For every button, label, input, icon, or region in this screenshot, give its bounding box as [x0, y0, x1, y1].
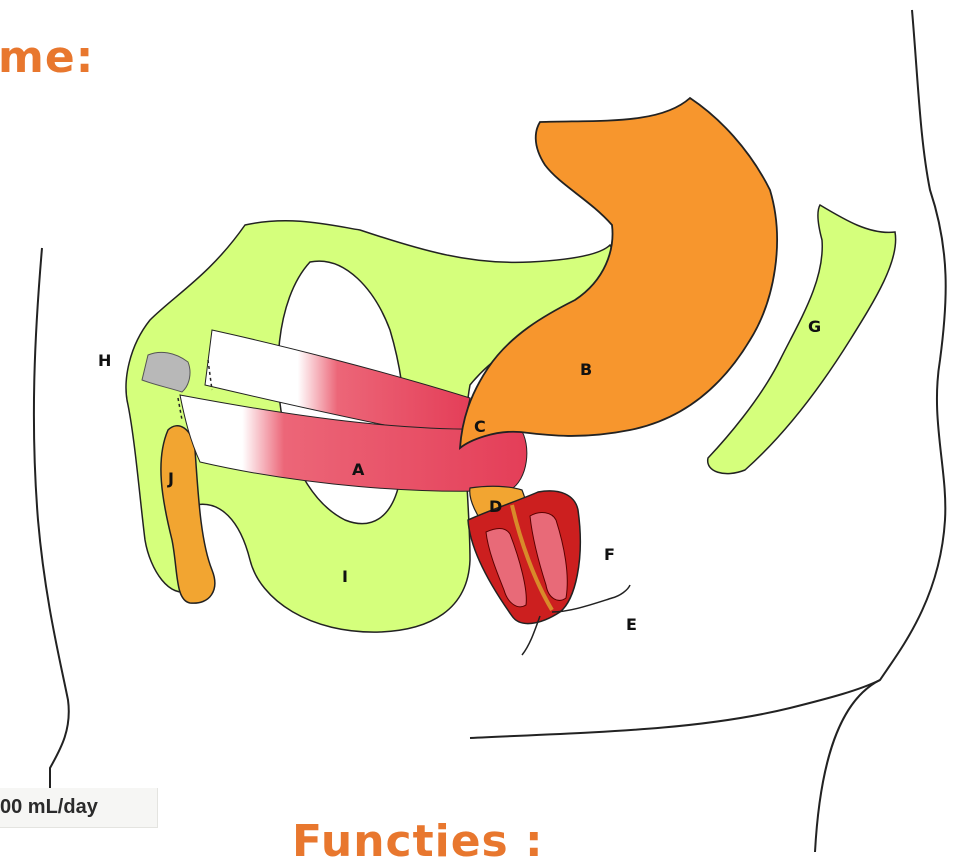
label-b: B [580, 360, 592, 379]
body-outline-left [34, 248, 69, 790]
section-heading: Functies : [292, 820, 544, 864]
body-outline-right [815, 10, 946, 852]
label-c: C [474, 417, 486, 436]
label-j: J [167, 469, 174, 488]
label-i: I [342, 567, 348, 586]
label-h: H [98, 351, 111, 370]
volume-note-box: 00 mL/day [0, 788, 158, 828]
label-e: E [626, 615, 637, 634]
label-a: A [352, 460, 365, 479]
label-d: D [489, 497, 502, 516]
thigh-outline [470, 680, 880, 738]
label-f: F [604, 545, 615, 564]
volume-note-text: 00 mL/day [0, 796, 98, 819]
label-g: G [808, 317, 821, 336]
